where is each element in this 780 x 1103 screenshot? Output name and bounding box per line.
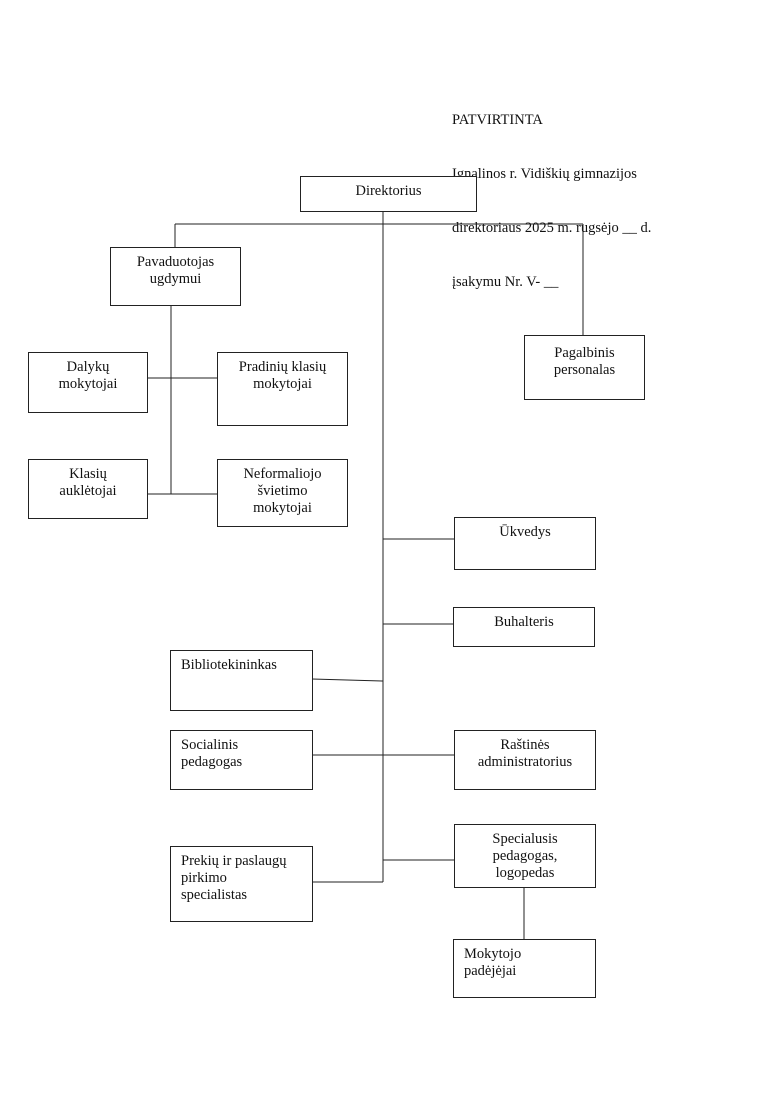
approval-order-number: įsakymu Nr. V- __ [452, 274, 559, 290]
node-specialusis-pedagogas-logopedas: Specialusis pedagogas, logopedas [454, 824, 596, 888]
node-socialinis-pedagogas: Socialinis pedagogas [170, 730, 313, 790]
node-rastines-administratorius: Raštinės administratorius [454, 730, 596, 790]
node-dalyku-mokytojai: Dalykų mokytojai [28, 352, 148, 413]
bibliotekininkas-connector [311, 678, 384, 682]
node-klasiu-aukletojai: Klasių auklėtojai [28, 459, 148, 519]
node-pavaduotojas-ugdymui: Pavaduotojas ugdymui [110, 247, 241, 306]
node-ukvedys: Ūkvedys [454, 517, 596, 570]
node-buhalteris: Buhalteris [453, 607, 595, 647]
approval-header: PATVIRTINTA Ignalinos r. Vidiškių gimnaz… [452, 75, 651, 309]
approval-school: Ignalinos r. Vidiškių gimnazijos [452, 166, 637, 182]
approval-title: PATVIRTINTA [452, 112, 543, 128]
node-prekiu-pirkimo-specialistas: Prekių ir paslaugų pirkimo specialistas [170, 846, 313, 922]
node-neformaliojo-svietimo-mokytojai: Neformaliojo švietimo mokytojai [217, 459, 348, 527]
node-direktorius: Direktorius [300, 176, 477, 212]
node-pradiniu-klasiu-mokytojai: Pradinių klasių mokytojai [217, 352, 348, 426]
node-pagalbinis-personalas: Pagalbinis personalas [524, 335, 645, 400]
node-mokytojo-padejejai: Mokytojo padėjėjai [453, 939, 596, 998]
node-bibliotekininkas: Bibliotekininkas [170, 650, 313, 711]
